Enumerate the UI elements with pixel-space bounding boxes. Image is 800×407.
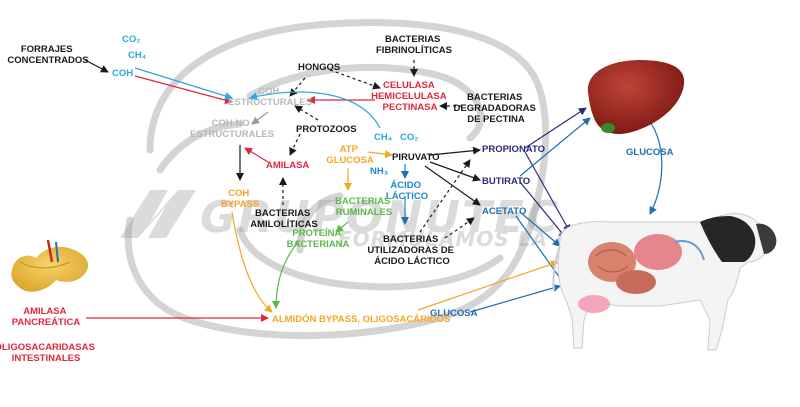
ch4-left-label: CH₄ bbox=[128, 50, 147, 61]
celulasa-label: CELULASA HEMICELULASA PECTINASA bbox=[371, 80, 449, 113]
arrow-bypass-almidon bbox=[231, 211, 273, 313]
piruvato-label: PIRUVATO bbox=[392, 152, 440, 163]
cow-liver-icon bbox=[634, 234, 682, 270]
arrow-coh-red bbox=[134, 75, 233, 105]
glucosa-liver-label: GLUCOSA bbox=[626, 147, 674, 158]
propionato-label: PROPIONATO bbox=[482, 144, 545, 155]
arrow-almidon-cow bbox=[417, 260, 559, 311]
arrow-glucosa-piruvato bbox=[367, 150, 393, 159]
coh-bypass-label: COH BYPASS bbox=[221, 188, 259, 210]
arrow-hongos-coh bbox=[289, 77, 306, 97]
arrow-hongos-celulasa bbox=[329, 69, 381, 90]
arrow-cycle-cyan bbox=[249, 91, 381, 129]
butirato-label: BUTIRATO bbox=[482, 176, 530, 187]
coh-estructurales-label: COH ESTRUCTURALES bbox=[228, 86, 312, 108]
arrow-butirato-cow bbox=[519, 181, 567, 239]
cow-intestine-icon bbox=[616, 270, 656, 294]
arrow-propionato-liver bbox=[524, 107, 587, 149]
almidon-label: ALMIDÓN BYPASS, OLIGOSACÁRIDOS bbox=[272, 313, 450, 325]
glucosa-bottom-label: GLUCOSA bbox=[430, 308, 478, 319]
cow-udder-icon bbox=[578, 295, 610, 313]
amilasa-pancreatica-label: AMILASA PANCREÁTICA bbox=[12, 306, 81, 328]
co2-left-label: CO₂ bbox=[122, 34, 140, 45]
proteina-bact-label: PROTEÍNA BACTERIANA bbox=[287, 228, 350, 250]
liver-icon bbox=[587, 60, 685, 135]
amilasa-label: AMILASA bbox=[266, 160, 309, 171]
cow bbox=[552, 213, 777, 351]
coh-left-label: COH bbox=[112, 68, 133, 79]
watermark-logo-icon bbox=[120, 190, 196, 238]
hongos-label: HONGOS bbox=[298, 62, 340, 73]
acetato-label: ACETATO bbox=[482, 206, 526, 217]
arrow-cohest-grey bbox=[251, 111, 269, 125]
arrow-proteina-almidon bbox=[272, 239, 301, 309]
arrow-piruvato-butirato bbox=[429, 161, 481, 182]
arrows bbox=[84, 59, 663, 322]
arrow-acetato-cow bbox=[519, 211, 561, 247]
oligosacaridasas-label: OLIGOSACARIDASAS INTESTINALES bbox=[0, 342, 97, 364]
arrow-protozoos-coh bbox=[294, 105, 319, 121]
bact-amilo-label: BACTERIAS AMILOLÍTICAS bbox=[250, 208, 318, 230]
co2-mid-label: CO₂ bbox=[400, 132, 418, 143]
pancreas bbox=[11, 239, 89, 292]
atp-glucosa-label: ATP GLUCOSA bbox=[326, 144, 374, 166]
acido-lactico-label: ÁCIDO LÁCTICO bbox=[386, 180, 428, 202]
forrajes-label: FORRAJES CONCENTRADOS bbox=[7, 44, 88, 66]
arrow-piruvato-propionato bbox=[429, 146, 481, 156]
protozoos-label: PROTOZOOS bbox=[296, 124, 357, 135]
arrow-forrajes-coh bbox=[84, 59, 109, 73]
bact-fibro-label: BACTERIAS FIBRINOLÍTICAS bbox=[376, 34, 452, 56]
bact-pectina-label: BACTERIAS DEGRADADORAS DE PECTINA bbox=[454, 92, 539, 125]
bact-utiliz-label: BACTERIAS UTILIZADORAS DE ÁCIDO LÁCTICO bbox=[367, 234, 456, 267]
watermark-brand: GRUPONUTEC bbox=[200, 192, 560, 243]
pancreas-icon bbox=[11, 246, 89, 292]
arrow-co2-cyan bbox=[134, 67, 233, 100]
arrow-butirato-liver bbox=[519, 117, 591, 177]
labels: FORRAJES CONCENTRADOS CO₂ CH₄ COH HONGOS… bbox=[0, 34, 674, 364]
rumen-outline bbox=[124, 19, 550, 340]
ch4-mid-label: CH₄ bbox=[374, 132, 393, 143]
bact-ruminales-label: BACTERIAS RUMINALES bbox=[335, 196, 393, 218]
arrow-glucosa-cow bbox=[469, 284, 561, 313]
arrow-bactrum-proteina bbox=[335, 221, 349, 233]
arrow-bactutil-propionato bbox=[419, 159, 471, 233]
cow-rumen-icon bbox=[588, 242, 636, 282]
nh3-label: NH₃ bbox=[370, 166, 388, 177]
coh-no-estructurales-label: COH NO ESTRUCTURALES bbox=[190, 118, 274, 140]
liver bbox=[587, 60, 685, 135]
arrow-protozoos-amilasa bbox=[289, 133, 301, 156]
arrow-amilasa-cohne bbox=[244, 147, 269, 163]
